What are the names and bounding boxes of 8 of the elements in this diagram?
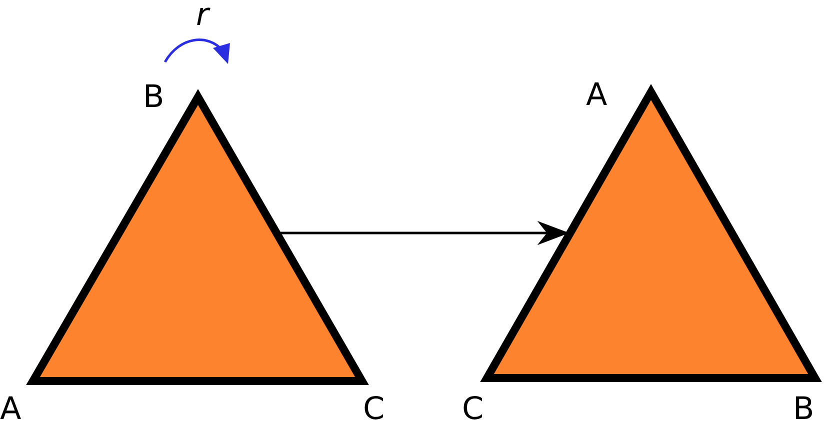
vertex-label: C	[363, 392, 385, 425]
vertex-label: C	[462, 392, 484, 425]
triangle-shape	[482, 83, 820, 383]
vertex-label: B	[143, 80, 164, 114]
vertex-label: A	[586, 78, 608, 112]
vertex-label: A	[0, 392, 22, 425]
rotation-label: r	[196, 0, 209, 32]
vertex-label: B	[793, 392, 814, 425]
